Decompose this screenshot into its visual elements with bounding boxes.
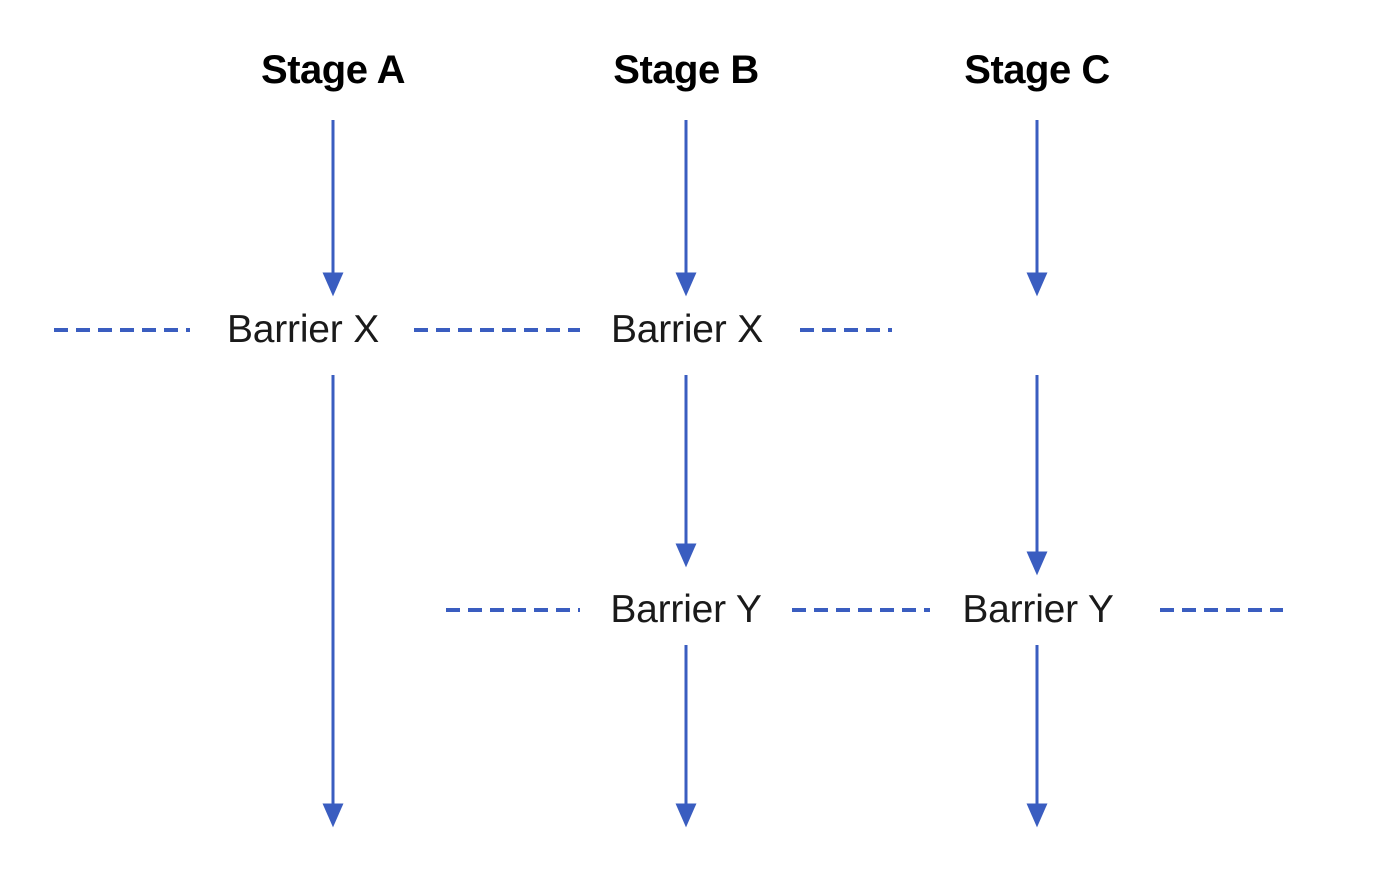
barrier-label-c-y: Barrier Y	[956, 588, 1120, 632]
barrier-label-b-y: Barrier Y	[604, 588, 768, 632]
barrier-label-a-x: Barrier X	[220, 308, 386, 352]
stage-header-a: Stage A	[261, 48, 405, 92]
dashed-links-group	[54, 328, 1283, 612]
stage-header-c: Stage C	[964, 48, 1110, 92]
barrier-label-b-x: Barrier X	[604, 308, 770, 352]
arrows-group	[322, 120, 1048, 828]
stage-header-b: Stage B	[613, 48, 759, 92]
